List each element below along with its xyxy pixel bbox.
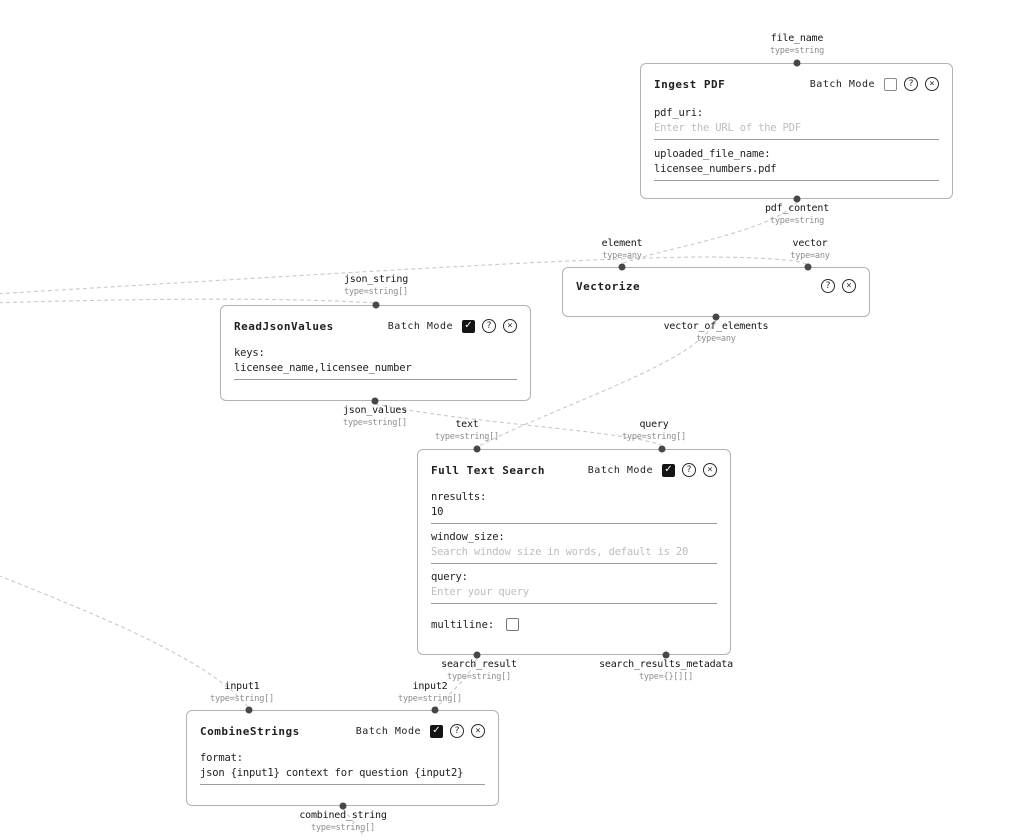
connection-json_values-query[interactable] [374, 403, 662, 446]
node-combine-strings[interactable]: CombineStrings Batch Mode ✓ ? × format: [186, 710, 499, 806]
batch-mode-checkbox[interactable]: ✓ [884, 77, 897, 91]
node-title: Vectorize [576, 279, 641, 293]
port-dot-search-results-metadata[interactable] [662, 651, 670, 659]
connection-pdf_content-element[interactable] [622, 201, 798, 264]
connection-offscreen-input1[interactable] [0, 573, 249, 708]
close-icon[interactable]: × [503, 319, 517, 333]
connection-combined_string-offscreen[interactable] [342, 808, 366, 837]
port-dot-vector[interactable] [804, 263, 812, 271]
field-label-nresults: nresults: [431, 491, 487, 503]
batch-mode-label: Batch Mode [809, 78, 875, 90]
port-dot-pdf-content[interactable] [793, 195, 801, 203]
node-title: ReadJsonValues [234, 319, 334, 333]
node-read-json-values[interactable]: ReadJsonValues Batch Mode ✓ ? × keys: [220, 305, 531, 401]
node-title: CombineStrings [200, 724, 300, 738]
port-dot-search-result[interactable] [473, 651, 481, 659]
multiline-checkbox[interactable]: ✓ [506, 618, 520, 631]
nresults-input[interactable] [431, 503, 717, 524]
port-dot-input1[interactable] [245, 706, 253, 714]
port-dot-text[interactable] [473, 445, 481, 453]
close-icon[interactable]: × [471, 724, 485, 738]
port-dot-file-name[interactable] [793, 59, 801, 67]
connection-search_result-input2[interactable] [435, 657, 478, 709]
format-input[interactable] [200, 764, 485, 785]
help-icon[interactable]: ? [821, 279, 835, 293]
help-icon[interactable]: ? [904, 77, 918, 91]
field-label-keys: keys: [234, 347, 265, 359]
batch-mode-checkbox[interactable]: ✓ [430, 724, 443, 738]
port-dot-vector-of-elements[interactable] [712, 313, 720, 321]
window-size-input[interactable] [431, 543, 717, 564]
field-label-format: format: [200, 752, 243, 764]
port-dot-element[interactable] [618, 263, 626, 271]
field-label-query: query: [431, 571, 468, 583]
check-icon: ✓ [464, 320, 473, 331]
uploaded-file-name-input[interactable] [654, 160, 939, 181]
help-icon[interactable]: ? [482, 319, 496, 333]
batch-mode-label: Batch Mode [355, 725, 421, 737]
node-full-text-search[interactable]: Full Text Search Batch Mode ✓ ? × nresul… [417, 449, 731, 655]
port-dot-combined-string[interactable] [339, 802, 347, 810]
batch-mode-label: Batch Mode [387, 320, 453, 332]
field-label-pdf-uri: pdf_uri: [654, 107, 703, 119]
connection-offscreen-vector[interactable] [0, 256, 808, 295]
close-icon[interactable]: × [925, 77, 939, 91]
close-icon[interactable]: × [842, 279, 856, 293]
check-icon: ✓ [432, 725, 441, 736]
node-title: Full Text Search [431, 463, 545, 477]
check-icon: ✓ [664, 464, 673, 475]
node-vectorize[interactable]: Vectorize ? × [562, 267, 870, 317]
node-ingest-pdf[interactable]: Ingest PDF Batch Mode ✓ ? × pdf_uri: upl… [640, 63, 953, 199]
pdf-uri-input[interactable] [654, 119, 939, 140]
port-dot-json-values[interactable] [371, 397, 379, 405]
port-dot-json-string[interactable] [372, 301, 380, 309]
help-icon[interactable]: ? [450, 724, 464, 738]
connection-vector_of_elements-text[interactable] [478, 319, 717, 447]
help-icon[interactable]: ? [682, 463, 696, 477]
field-label-window-size: window_size: [431, 531, 505, 543]
multiline-label: multiline: [431, 618, 495, 631]
keys-input[interactable] [234, 359, 517, 380]
connection-offscreen-json_string[interactable] [0, 298, 376, 304]
node-title: Ingest PDF [654, 77, 726, 91]
port-dot-input2[interactable] [431, 706, 439, 714]
batch-mode-checkbox[interactable]: ✓ [462, 319, 475, 333]
close-icon[interactable]: × [703, 463, 717, 477]
query-input[interactable] [431, 583, 717, 604]
port-dot-query[interactable] [658, 445, 666, 453]
field-label-uploaded-file-name: uploaded_file_name: [654, 148, 771, 160]
batch-mode-label: Batch Mode [587, 464, 653, 476]
batch-mode-checkbox[interactable]: ✓ [662, 463, 675, 477]
